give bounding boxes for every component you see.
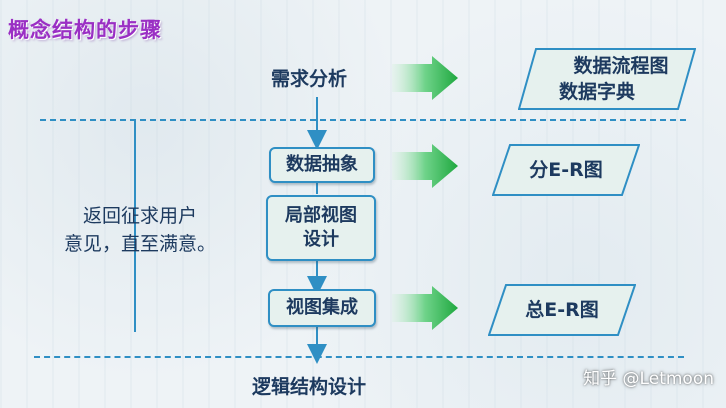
step-requirements-analysis: 需求分析	[271, 68, 348, 90]
step-data-abstraction-label: 数据抽象	[286, 154, 358, 175]
output-sub-er-label: 分E-R图	[529, 159, 603, 181]
feedback-loop-line	[134, 120, 136, 332]
parallelogram-shape	[518, 48, 696, 110]
green-arrow-integration	[392, 286, 458, 330]
feedback-note: 返回征求用户 意见，直至满意。	[40, 202, 240, 258]
top-dashed-separator	[40, 119, 686, 121]
parallelogram-shape	[492, 144, 640, 196]
step-local-view-design: 局部视图 设计	[266, 195, 376, 261]
step-data-abstraction: 数据抽象	[269, 147, 375, 183]
bottom-dashed-separator	[34, 356, 684, 358]
output-total-er-label: 总E-R图	[525, 299, 599, 321]
step-local-view-line1: 局部视图	[285, 205, 357, 226]
step-local-view-line2: 设计	[303, 229, 339, 250]
parallelogram-shape	[488, 284, 636, 336]
feedback-note-line1: 返回征求用户	[82, 205, 197, 227]
watermark: 知乎 @Letmoon	[583, 369, 714, 389]
output-dfd-dictionary: 数据流程图 数据字典	[518, 48, 696, 110]
page-title: 概念结构的步骤	[8, 18, 162, 42]
green-arrow-abstraction	[392, 144, 458, 188]
output-sub-er: 分E-R图	[492, 144, 640, 196]
output-dfd-label: 数据流程图	[573, 55, 669, 77]
feedback-note-line2: 意见，直至满意。	[63, 233, 216, 255]
output-total-er: 总E-R图	[488, 284, 636, 336]
step-view-integration: 视图集成	[268, 289, 376, 327]
step-logical-structure-design: 逻辑结构设计	[252, 376, 367, 398]
output-dictionary-label: 数据字典	[558, 81, 635, 103]
step-view-integration-label: 视图集成	[286, 297, 358, 318]
green-arrow-requirements	[392, 56, 458, 100]
